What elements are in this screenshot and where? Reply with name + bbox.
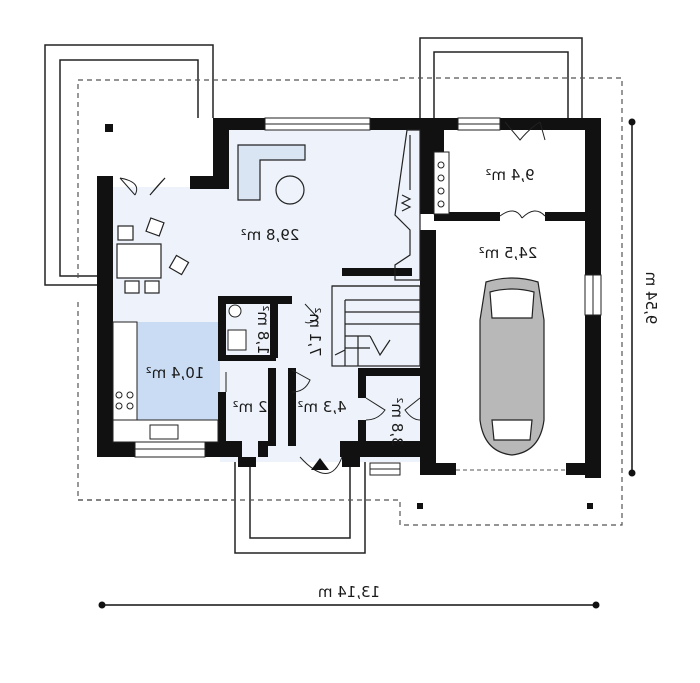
interior-walls — [218, 296, 428, 450]
stair-railing — [342, 268, 412, 276]
entrance-step — [238, 457, 256, 467]
entrance-step-right — [342, 457, 360, 467]
room-label-hall: 7,1 m² — [306, 307, 324, 356]
kitchen-counter — [112, 321, 219, 443]
room-label-vestibule: 4,3 m² — [297, 398, 346, 416]
dimension-depth: 9,54 m — [628, 118, 660, 477]
terrace-outline-left — [44, 44, 214, 286]
car — [479, 277, 545, 456]
stove — [433, 151, 450, 215]
room-label-garage: 24,5 m² — [479, 244, 538, 262]
entrance-arrow-icon — [311, 458, 329, 470]
room-label-living: 29,8 m² — [241, 226, 300, 244]
fireplace — [394, 129, 421, 281]
room-label-pantry: 2 m² — [233, 398, 268, 416]
garage-post-left — [417, 503, 423, 509]
entrance-porch — [234, 462, 366, 554]
room-label-boiler: 9,4 m² — [485, 166, 534, 184]
dining-table — [116, 217, 190, 294]
doors — [119, 121, 546, 474]
windows — [134, 117, 602, 476]
dimension-width-label: 13,14 m — [318, 583, 380, 601]
sofa — [237, 144, 306, 205]
room-label-wc: 1,8 m² — [254, 305, 272, 354]
roof-dashed-outline — [77, 77, 623, 526]
room-label-closet: 3,8 m² — [388, 397, 406, 446]
terrace-post — [105, 124, 113, 132]
staircase — [331, 285, 421, 367]
dimension-width: 13,14 m — [98, 583, 600, 609]
room-labels: 29,8 m² 10,4 m² 9,4 m² 24,5 m² 1,8 m² 7,… — [146, 166, 538, 447]
dimension-depth-label: 9,54 m — [642, 272, 660, 325]
room-label-kitchen: 10,4 m² — [146, 364, 205, 382]
garage-post-right — [587, 503, 593, 509]
toilet-fixtures — [227, 304, 247, 351]
